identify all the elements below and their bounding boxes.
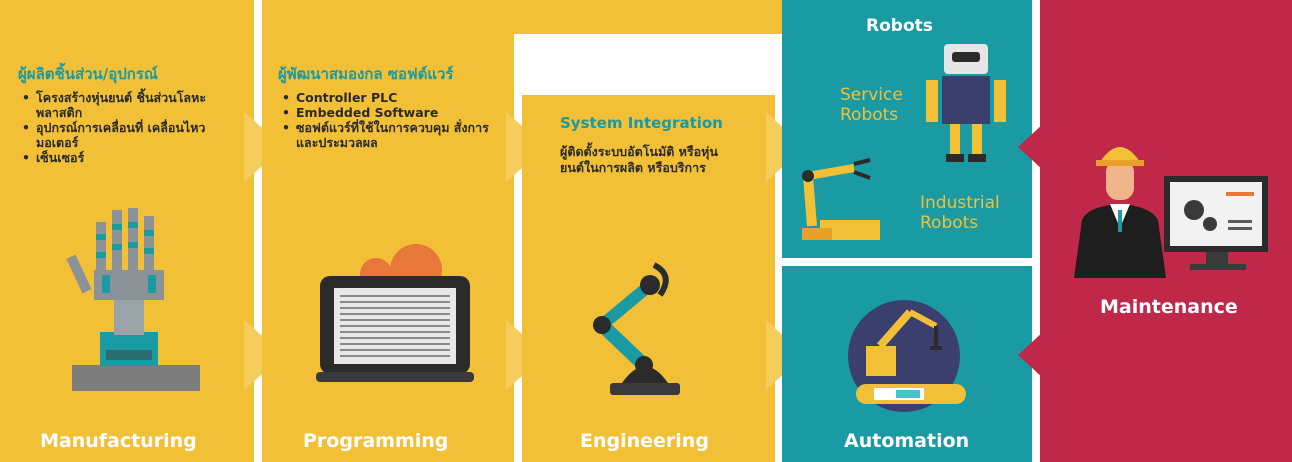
engineer-monitor-icon	[1074, 147, 1268, 278]
programming-panel	[262, 0, 514, 462]
maintenance-label: Maintenance	[1100, 296, 1238, 318]
automation-label: Automation	[844, 430, 970, 452]
robots-panel	[782, 0, 1032, 258]
top-connector-bar	[514, 0, 782, 34]
list-item: อุปกรณ์การเคลื่อนที่ เคลื่อนไหว มอเตอร์	[20, 120, 240, 150]
engineering-label: Engineering	[580, 430, 709, 452]
laptop-gears-icon	[316, 244, 474, 382]
list-item: เซ็นเซอร์	[20, 150, 240, 165]
programming-bullets: Controller PLC Embedded Software ซอฟต์แว…	[280, 90, 500, 150]
engineering-heading: System Integration	[560, 114, 723, 132]
list-item: ซอฟต์แวร์ที่ใช้ในการควบคุม สั่งการ และปร…	[280, 120, 500, 150]
list-item: โครงสร้างหุ่นยนต์ ชิ้นส่วนโลหะ พลาสติก	[20, 90, 240, 120]
automation-line-icon	[848, 300, 966, 412]
service-robots-label: Service Robots	[840, 85, 903, 125]
arrow-left-icon	[1018, 320, 1056, 390]
manufacturing-bullets: โครงสร้างหุ่นยนต์ ชิ้นส่วนโลหะ พลาสติก อ…	[20, 90, 240, 165]
engineering-description: ผู้ติดตั้งระบบอัตโนมัติ หรือหุ่นยนต์ในกา…	[560, 144, 718, 175]
robot-arm-icon	[593, 262, 680, 395]
service-robot-icon	[926, 44, 1006, 162]
industrial-robots-label: Industrial Robots	[920, 193, 1000, 233]
programming-heading: ผู้พัฒนาสมองกล ซอฟต์แวร์	[278, 65, 454, 83]
manufacturing-label: Manufacturing	[40, 430, 197, 452]
robot-hand-icon	[66, 208, 200, 391]
manufacturing-heading: ผู้ผลิตชิ้นส่วน/อุปกรณ์	[18, 65, 158, 83]
industrial-robot-icon	[802, 158, 880, 240]
list-item: Embedded Software	[280, 105, 500, 120]
arrow-left-icon	[1018, 112, 1056, 182]
robots-title: Robots	[866, 16, 933, 36]
list-item: Controller PLC	[280, 90, 500, 105]
programming-label: Programming	[303, 430, 449, 452]
